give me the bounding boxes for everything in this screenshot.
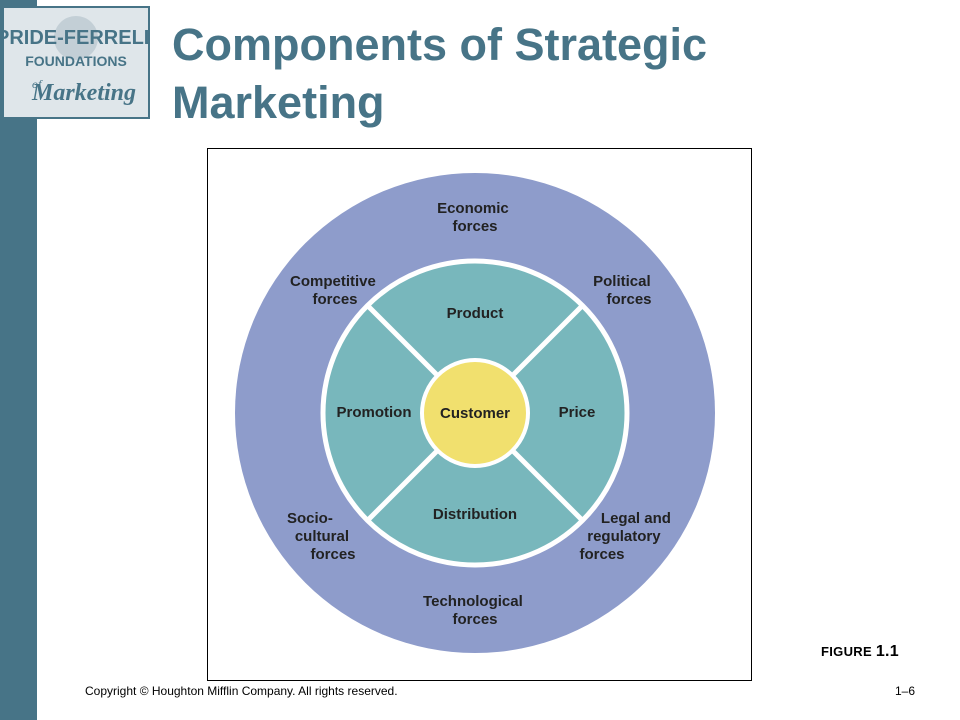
- figure-number: 1.1: [875, 643, 899, 660]
- legal-line-3: forces: [579, 546, 624, 563]
- mix-promotion-label: Promotion: [337, 404, 412, 421]
- figure-caption: FIGURE 1.1: [821, 643, 899, 661]
- political-forces-label: Political forces: [593, 273, 655, 308]
- logo-line1: PRIDE-FERRELL: [4, 27, 148, 49]
- legal-line-2: regulatory: [587, 528, 661, 545]
- legal-regulatory-forces-label: Legal and regulatory forces: [579, 510, 675, 563]
- logo-line2: FOUNDATIONS: [25, 53, 127, 69]
- technological-line-1: Technological: [423, 593, 523, 610]
- technological-line-2: forces: [452, 611, 497, 628]
- figure-label: FIGURE: [821, 644, 872, 659]
- logo-line4: Marketing: [31, 80, 136, 106]
- mix-distribution-label: Distribution: [433, 506, 517, 523]
- economic-forces-label: Economic forces: [437, 200, 513, 235]
- economic-line-2: forces: [452, 218, 497, 235]
- legal-line-1: Legal and: [601, 510, 671, 527]
- sociocultural-forces-label: Socio- cultural forces: [287, 510, 356, 563]
- pride-ferrell-logo: PRIDE-FERRELL FOUNDATIONS of Marketing: [2, 6, 150, 119]
- mix-product-label: Product: [447, 305, 504, 322]
- political-line-2: forces: [606, 291, 651, 308]
- logo-line3: of: [32, 77, 43, 91]
- copyright-text: Copyright © Houghton Mifflin Company. Al…: [85, 684, 398, 698]
- economic-line-1: Economic: [437, 200, 509, 217]
- political-line-1: Political: [593, 273, 651, 290]
- competitive-line-2: forces: [312, 291, 357, 308]
- sociocultural-line-1: Socio-: [287, 510, 333, 527]
- page-number: 1–6: [894, 684, 915, 698]
- technological-forces-label: Technological forces: [423, 593, 527, 628]
- page-title: Components of Strategic Marketing: [172, 16, 707, 132]
- competitive-line-1: Competitive: [290, 273, 376, 290]
- sociocultural-line-3: forces: [310, 546, 355, 563]
- sidebar-bar: [0, 0, 37, 720]
- figure-frame: Customer Product Price Distribution Prom…: [207, 148, 752, 681]
- mix-price-label: Price: [559, 404, 596, 421]
- competitive-forces-label: Competitive forces: [290, 273, 380, 308]
- sociocultural-line-2: cultural: [295, 528, 349, 545]
- title-line-2: Marketing: [172, 77, 385, 128]
- title-line-1: Components of Strategic: [172, 19, 708, 70]
- strategic-marketing-diagram: Customer Product Price Distribution Prom…: [235, 173, 715, 653]
- customer-circle: [420, 358, 530, 468]
- customer-label: Customer: [440, 405, 510, 422]
